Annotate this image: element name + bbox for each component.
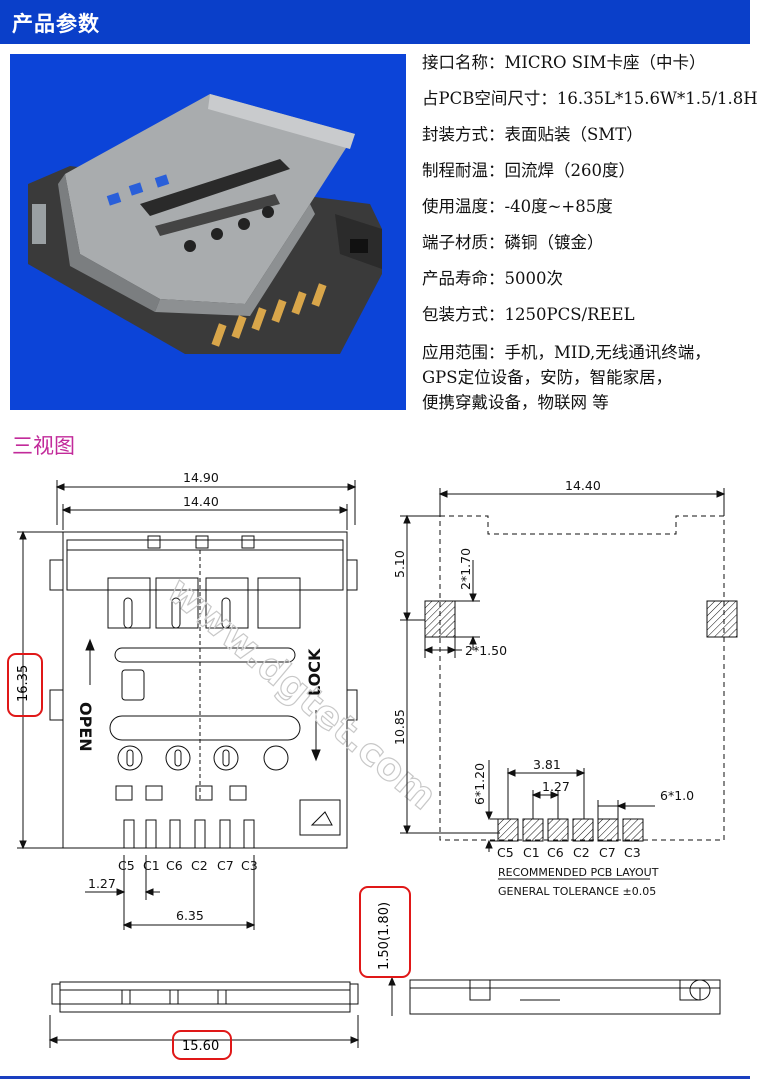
highlight-side-height	[359, 886, 411, 978]
spec-value: 便携穿戴设备，物联网 等	[422, 393, 609, 412]
spec-value: 16.35L*15.6W*1.5/1.8H	[556, 89, 758, 108]
dim-side-height: 1.50(1.80)	[377, 902, 392, 970]
sim-connector-illustration	[28, 94, 382, 354]
header-title: 产品参数	[12, 12, 100, 36]
pcb-pin-label: C5	[497, 845, 514, 860]
spec-row: 端子材质：磷铜（镀金）	[422, 232, 747, 268]
spec-row-application: 应用范围：手机，MID,无线通讯终端， GPS定位设备，安防，智能家居， 便携穿…	[422, 340, 747, 415]
pcb-layout	[400, 488, 738, 880]
pcb-dim-510: 5.10	[392, 550, 407, 578]
spec-row: 包装方式：1250PCS/REEL	[422, 304, 747, 340]
pin-label: C6	[166, 858, 183, 873]
spec-row: 封装方式：表面贴装（SMT）	[422, 124, 747, 160]
pcb-pin-label: C7	[599, 845, 616, 860]
highlight-height	[7, 653, 43, 717]
pin-label: C3	[241, 858, 258, 873]
pcb-dim-381: 3.81	[533, 757, 561, 772]
spec-row: 占PCB空间尺寸：16.35L*15.6W*1.5/1.8H	[422, 88, 758, 124]
technical-drawings: 14.90 14.40 LOCK OPEN C5 C1 C6 C2 C7 C3 …	[7, 470, 738, 1060]
label-lock: LOCK	[305, 648, 324, 696]
top-view-labels: 14.90 14.40 LOCK OPEN C5 C1 C6 C2 C7 C3 …	[76, 470, 324, 923]
pcb-dim-127: 1.27	[542, 779, 570, 794]
pcb-layout-labels: 14.40 5.10 2*1.70 2*1.50 10.85 3.81 1.27…	[392, 478, 694, 898]
spec-value: GPS定位设备，安防，智能家居，	[422, 368, 673, 387]
spec-value: 1250PCS/REEL	[504, 305, 635, 324]
spec-row: 使用温度：-40度~+85度	[422, 196, 747, 232]
pcb-dim-width: 14.40	[565, 478, 601, 493]
spec-value: -40度~+85度	[504, 197, 613, 216]
section-title: 三视图	[12, 434, 75, 458]
spec-label: 包装方式：	[422, 305, 505, 324]
pin-label: C2	[191, 858, 208, 873]
highlight-length	[172, 1030, 232, 1060]
pin-label: C5	[118, 858, 135, 873]
spec-value: 5000次	[504, 269, 564, 288]
pcb-pin-label: C3	[624, 845, 641, 860]
header-bar: 产品参数	[0, 0, 750, 44]
product-photo	[10, 54, 406, 410]
pcb-dim-pin-w: 6*1.0	[660, 788, 694, 803]
pin-label: C1	[143, 858, 160, 873]
dim-height: 16.35	[16, 665, 31, 702]
spec-label: 端子材质：	[422, 233, 505, 252]
spec-row: 产品寿命：5000次	[422, 268, 747, 304]
spec-label: 产品寿命：	[422, 269, 505, 288]
spec-label: 接口名称：	[422, 53, 505, 72]
watermark: www.dgtet.com	[159, 568, 445, 818]
pcb-dim-pad-w: 2*1.50	[465, 643, 507, 658]
pcb-layout-title: RECOMMENDED PCB LAYOUT	[498, 866, 659, 879]
dim-pitch: 1.27	[88, 876, 116, 891]
label-open: OPEN	[76, 702, 95, 752]
dim-span: 6.35	[176, 908, 204, 923]
spec-row: 接口名称：MICRO SIM卡座（中卡）	[422, 52, 747, 88]
pcb-dim-1085: 10.85	[392, 709, 407, 745]
spec-label: 封装方式：	[422, 125, 505, 144]
dim-width-inner: 14.40	[183, 494, 219, 509]
spec-label: 占PCB空间尺寸：	[422, 89, 557, 108]
pcb-pin-label: C6	[547, 845, 564, 860]
spec-value: MICRO SIM卡座（中卡）	[504, 53, 706, 72]
spec-label: 制程耐温：	[422, 161, 505, 180]
footer-divider	[0, 1076, 750, 1079]
spec-value: 表面贴装（SMT）	[504, 125, 643, 144]
pcb-pin-label: C2	[573, 845, 590, 860]
pcb-dim-pad-h: 2*1.70	[458, 548, 473, 590]
spec-row: 制程耐温：回流焊（260度）	[422, 160, 747, 196]
spec-label: 使用温度：	[422, 197, 505, 216]
side-view	[48, 976, 721, 1048]
dim-width-outer: 14.90	[183, 470, 219, 485]
top-view	[17, 480, 358, 930]
spec-label: 应用范围：	[422, 343, 505, 362]
pcb-dim-pin-h: 6*1.20	[472, 763, 487, 805]
spec-value: 磷铜（镀金）	[504, 233, 604, 252]
pcb-tolerance: GENERAL TOLERANCE ±0.05	[498, 885, 656, 898]
spec-value: 手机，MID,无线通讯终端，	[504, 343, 711, 362]
spec-list: 接口名称：MICRO SIM卡座（中卡） 占PCB空间尺寸：16.35L*15.…	[422, 52, 758, 415]
dim-length: 15.60	[182, 1039, 219, 1054]
spec-value: 回流焊（260度）	[504, 161, 636, 180]
pin-label: C7	[217, 858, 234, 873]
pcb-pin-label: C1	[523, 845, 540, 860]
